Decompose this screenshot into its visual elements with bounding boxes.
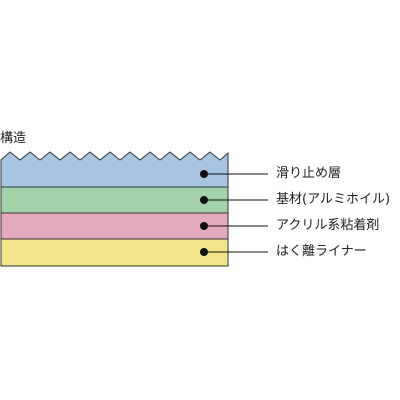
- leader-liner: [200, 248, 268, 256]
- leader-adhesive: [200, 222, 268, 230]
- leader-anti-slip: [200, 170, 268, 178]
- label-anti-slip: 滑り止め層: [276, 166, 342, 181]
- layer-release-liner: [0, 238, 229, 267]
- layer-anti-slip: [0, 151, 229, 188]
- label-acrylic-adhesive: アクリル系粘着剤: [276, 218, 380, 233]
- layer-base-aluminum-foil: [0, 186, 229, 214]
- label-release-liner: はく離ライナー: [276, 244, 367, 259]
- label-base-aluminum-foil: 基材(アルミホイル): [276, 192, 391, 207]
- leader-base: [200, 196, 268, 204]
- diagram-title: 構造: [0, 131, 27, 146]
- layer-acrylic-adhesive: [0, 212, 229, 240]
